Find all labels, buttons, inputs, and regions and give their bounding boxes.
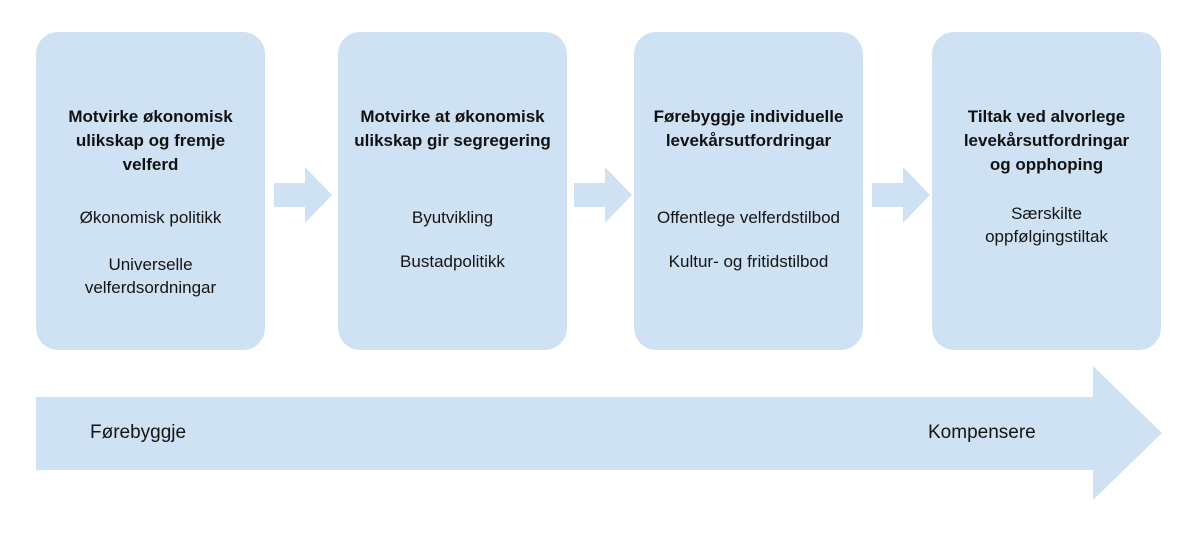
stage-box-2-item-2: Bustadpolitikk <box>400 252 505 272</box>
right-arrow-icon <box>274 167 332 223</box>
connector-arrow-2 <box>574 167 632 223</box>
stage-box-2-item-1: Byutvikling <box>411 208 494 228</box>
stage-box-4-item-1: Særskilte oppfølgingstiltak <box>985 204 1108 247</box>
stage-box-4-items: Særskilte oppfølgingstiltak <box>942 177 1151 249</box>
stage-box-1-items: Økonomisk politikk Universelle velferdso… <box>46 177 255 300</box>
right-arrow-icon <box>574 167 632 223</box>
stage-box-4-title: Tiltak ved alvorlege levekårsutfordringa… <box>963 107 1130 175</box>
stage-box-1-title: Motvirke økonomisk ulikskap og fremje ve… <box>68 107 233 175</box>
stage-box-3-items: Offentlege velferdstilbod Kultur- og fri… <box>644 153 853 274</box>
right-arrow-bar-icon <box>36 366 1162 500</box>
continuum-right-label: Kompensere <box>928 422 1036 443</box>
continuum-left-label: Førebyggje <box>90 422 187 443</box>
stage-box-3-item-1: Offentlege velferdstilbod <box>656 208 841 228</box>
stage-box-2: Motvirke at økonomisk ulikskap gir segre… <box>338 32 567 350</box>
stage-box-3-item-2: Kultur- og fritidstilbod <box>668 252 829 272</box>
continuum-arrow <box>36 366 1162 502</box>
stage-box-1-item-2: Universelle velferdsordningar <box>84 255 217 298</box>
connector-arrow-1 <box>274 167 332 223</box>
stage-box-1-item-1: Økonomisk politikk <box>79 208 222 228</box>
stage-box-1: Motvirke økonomisk ulikskap og fremje ve… <box>36 32 265 350</box>
stage-box-2-title: Motvirke at økonomisk ulikskap gir segre… <box>354 107 551 151</box>
stage-box-4: Tiltak ved alvorlege levekårsutfordringa… <box>932 32 1161 350</box>
connector-arrow-3 <box>872 167 930 223</box>
stage-box-2-items: Byutvikling Bustadpolitikk <box>348 153 557 274</box>
stage-box-3-title: Førebyggje individuelle levekårsutfordri… <box>653 107 844 151</box>
stage-box-3: Førebyggje individuelle levekårsutfordri… <box>634 32 863 350</box>
right-arrow-icon <box>872 167 930 223</box>
